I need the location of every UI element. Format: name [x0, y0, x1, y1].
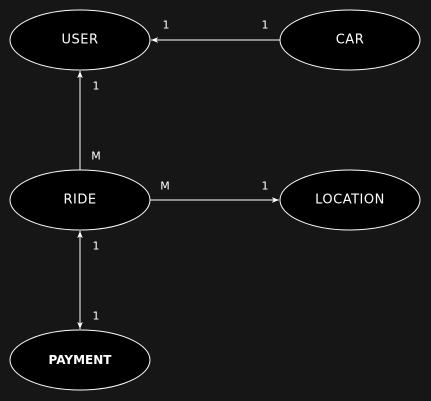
node-payment-label: PAYMENT	[49, 353, 113, 367]
node-payment[interactable]: PAYMENT	[9, 329, 151, 391]
node-user-shape	[9, 9, 151, 71]
cardinality-ride-location-at-location: 1	[262, 180, 269, 193]
node-location[interactable]: LOCATION	[279, 169, 421, 231]
node-car-shape	[279, 9, 421, 71]
node-location-shape	[279, 169, 421, 231]
node-ride-label: RIDE	[63, 193, 96, 208]
node-car-label: CAR	[336, 33, 365, 48]
node-location-label: LOCATION	[315, 193, 385, 208]
cardinality-ride-payment-at-payment: 1	[93, 310, 100, 323]
cardinality-ride-user-at-ride: M	[91, 150, 101, 163]
cardinality-ride-user-at-user: 1	[93, 80, 100, 93]
cardinality-car-user-at-user: 1	[163, 19, 170, 32]
node-car[interactable]: CAR	[279, 9, 421, 71]
node-user[interactable]: USER	[9, 9, 151, 71]
node-user-label: USER	[61, 33, 98, 48]
node-ride-shape	[9, 169, 151, 231]
node-ride[interactable]: RIDE	[9, 169, 151, 231]
cardinality-ride-location-at-ride: M	[160, 180, 170, 193]
cardinality-car-user-at-car: 1	[262, 19, 269, 32]
node-payment-shape	[9, 329, 151, 391]
cardinality-ride-payment-at-ride: 1	[93, 240, 100, 253]
